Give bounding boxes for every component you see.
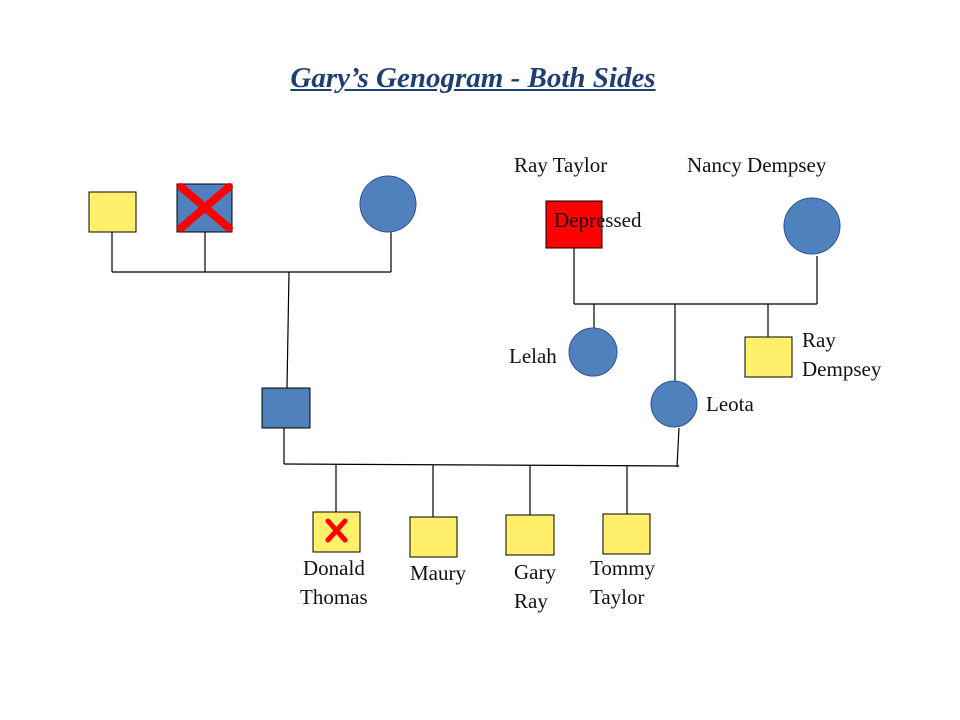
tommy-taylor-label-line1: Tommy — [590, 556, 656, 580]
gary-ray-square — [505, 514, 555, 556]
tommy-taylor-square — [602, 513, 651, 555]
maury-label: Maury — [410, 561, 466, 585]
ray-dempsey-label-line1: Ray — [802, 328, 836, 352]
paternal-grandmother-circle — [359, 175, 417, 233]
page-title: Gary’s Genogram - Both Sides — [290, 62, 656, 94]
donald-thomas-label-line2: Thomas — [300, 585, 368, 609]
ray-taylor-label: Ray Taylor — [514, 153, 608, 177]
donald-thomas-label-line1: Donald — [303, 556, 365, 580]
leota-circle — [650, 380, 698, 428]
nancy-dempsey-label: Nancy Dempsey — [687, 153, 827, 177]
nancy-dempsey-circle — [783, 197, 841, 255]
ray-dempsey-square — [744, 336, 793, 378]
gary-ray-label-line2: Ray — [514, 589, 548, 613]
line-parents-marriage — [283, 463, 680, 467]
paternal-grandfather-square — [88, 191, 137, 233]
lelah-circle — [568, 327, 618, 377]
relationship-lines — [111, 232, 818, 517]
ray-taylor-square — [545, 200, 603, 249]
leota-label: Leota — [706, 392, 754, 416]
line-mother-drop — [676, 427, 680, 468]
depressed-label: Depressed — [554, 208, 642, 232]
tommy-taylor-label-line2: Taylor — [590, 585, 645, 609]
line-father-descent — [286, 271, 290, 389]
lelah-label: Lelah — [509, 344, 557, 368]
gary-ray-label-line1: Gary — [514, 560, 556, 584]
father-square — [261, 387, 311, 429]
deceased-x-icon-small — [325, 518, 348, 543]
maury-square — [409, 516, 458, 558]
ray-dempsey-label-line2: Dempsey — [802, 357, 882, 381]
deceased-x-icon — [177, 183, 233, 232]
